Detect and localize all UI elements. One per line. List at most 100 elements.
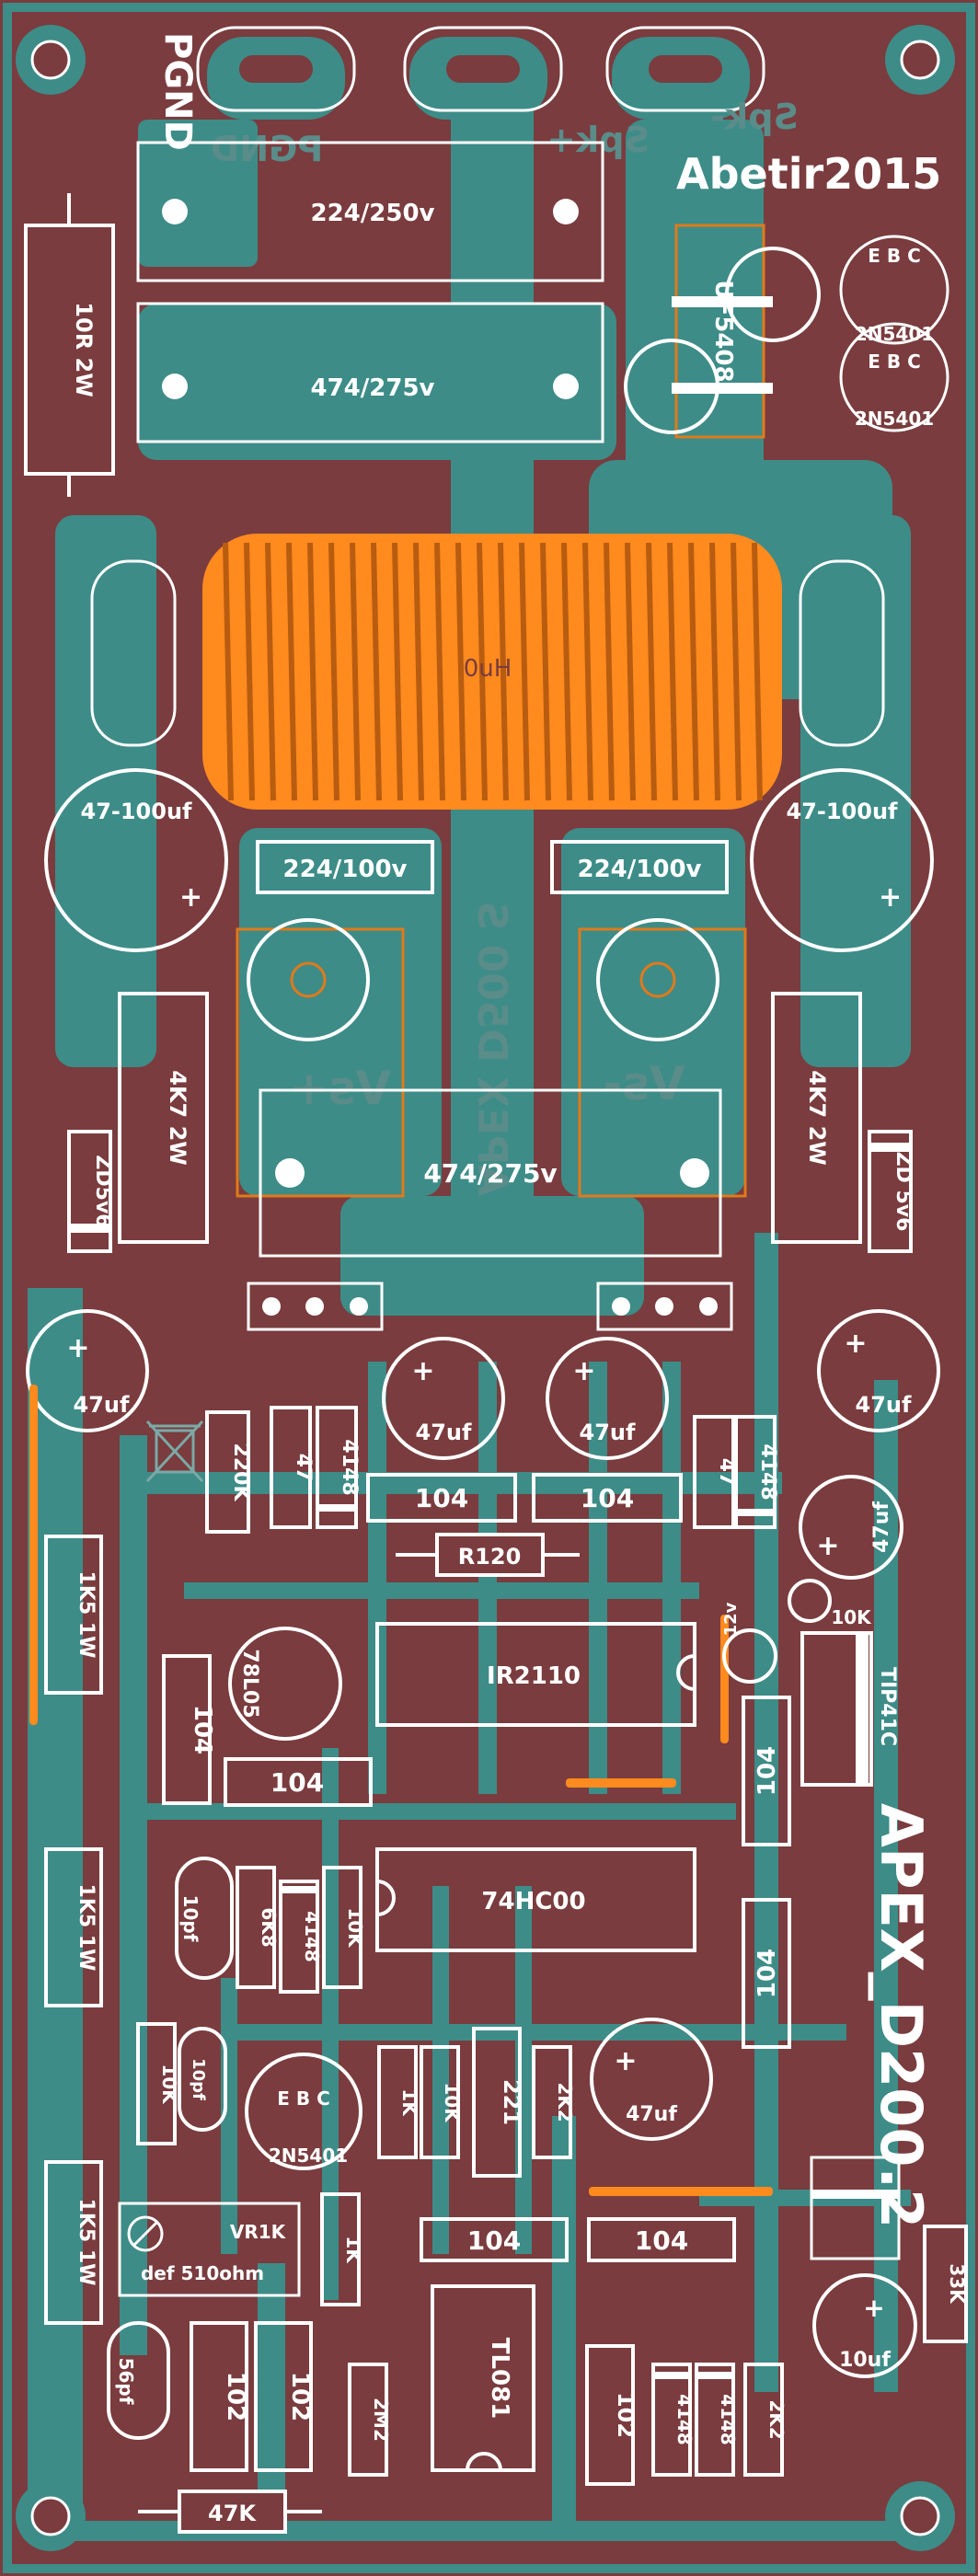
connector-right	[810, 2156, 901, 2260]
ghost-spk-plus: Spk+	[547, 120, 650, 160]
svg-text:2K2: 2K2	[554, 2082, 576, 2122]
ic-ir2110: IR2110	[375, 1622, 696, 1727]
diode-uf: UF5408	[624, 224, 821, 439]
regulator-78l05: 78L05	[228, 1627, 342, 1741]
svg-text:4148: 4148	[301, 1911, 323, 1962]
res-47-right: 47	[693, 1415, 738, 1529]
res-1k5-a: 1K5 1W	[44, 1535, 103, 1695]
svg-text:10R 2W: 10R 2W	[71, 302, 97, 397]
svg-text:4148: 4148	[338, 1439, 361, 1495]
svg-text:474/275v: 474/275v	[311, 374, 435, 402]
coil-winding	[731, 542, 742, 801]
svg-text:10uf: 10uf	[839, 2349, 891, 2372]
cap-104-g: 104	[420, 2217, 569, 2262]
cap-102-a: 102	[190, 2321, 249, 2472]
coil-winding	[582, 542, 593, 801]
coil-winding	[540, 542, 551, 801]
svg-text:474/275v: 474/275v	[423, 1158, 557, 1189]
res-1k-a: 1K	[377, 2045, 420, 2159]
elec-47uf-6: + 47uf	[590, 2018, 713, 2141]
cap-224-250v: 224/250v	[136, 141, 604, 282]
svg-text:4148: 4148	[673, 2394, 696, 2445]
svg-text:104: 104	[635, 2225, 688, 2256]
diode-4148-e: 4148	[695, 2363, 739, 2477]
res-2m2: 2M2	[348, 2363, 392, 2477]
svg-text:E B C: E B C	[277, 2087, 330, 2110]
elec-47uf-2: + 47uf	[382, 1337, 505, 1460]
diode-4148-d: 4148	[651, 2363, 696, 2477]
elec-47uf-1: + 47uf	[26, 1309, 149, 1432]
coil-winding	[561, 542, 572, 801]
svg-text:+: +	[66, 1332, 89, 1364]
svg-text:33K: 33K	[946, 2263, 968, 2305]
res-10k-b: 10K	[322, 1866, 366, 1989]
diode-4148-c: 4148	[279, 1880, 323, 1994]
svg-text:ZD5v6: ZD5v6	[91, 1155, 114, 1227]
svg-text:10K: 10K	[158, 2064, 180, 2105]
cap-104-e: 104	[742, 1696, 791, 1846]
elec-47-100uf-left: 47-100uf +	[44, 768, 228, 952]
coil-winding	[667, 542, 678, 801]
svg-text:47K: 47K	[208, 2501, 257, 2526]
svg-text:1K5 1W: 1K5 1W	[75, 1884, 98, 1972]
coil-winding	[307, 542, 318, 801]
weee-bin-icon	[145, 1420, 204, 1483]
coil-winding	[434, 542, 445, 801]
svg-text:R120: R120	[458, 1544, 522, 1570]
svg-text:104: 104	[754, 1746, 781, 1796]
svg-text:2N5401: 2N5401	[855, 323, 934, 345]
pgnd-label: PGND	[156, 32, 199, 151]
cap-224-100v-right: 224/100v	[550, 840, 729, 894]
svg-text:TIP41C: TIP41C	[876, 1667, 899, 1746]
mosfet-right	[578, 918, 747, 1198]
svg-text:1K: 1K	[398, 2088, 420, 2117]
res-10r-2w: 10R 2W	[24, 193, 115, 497]
transistor-2n5401-2: E B C 2N5401	[839, 322, 949, 432]
svg-text:10K: 10K	[344, 1907, 366, 1949]
cap-102-b: 102	[254, 2321, 314, 2472]
mounting-holes	[16, 25, 955, 2551]
svg-text:224/250v: 224/250v	[311, 200, 435, 227]
cap-474-275v-top: 474/275v	[136, 302, 604, 443]
svg-text:1K5 1W: 1K5 1W	[75, 2199, 98, 2286]
elec-47-100uf-right: 47-100uf +	[750, 768, 934, 952]
res-47k: 47K	[138, 2490, 322, 2534]
ghost-spk-minus: Spk-	[710, 97, 799, 137]
coil-winding	[477, 542, 488, 801]
coil-winding	[413, 542, 424, 801]
diode-4148-b: 4148	[734, 1415, 779, 1529]
board-title: APEX_D200.2	[868, 1803, 935, 2228]
svg-text:104: 104	[467, 2225, 521, 2256]
svg-text:102: 102	[613, 2392, 639, 2438]
svg-text:4148: 4148	[717, 2394, 739, 2445]
svg-text:47-100uf: 47-100uf	[81, 799, 193, 824]
terminal-pads	[196, 26, 765, 112]
coil-winding	[498, 542, 509, 801]
svg-text:47uf: 47uf	[626, 2103, 677, 2126]
coil-winding	[350, 542, 361, 801]
zd-right: ZD 5v6	[868, 1130, 915, 1253]
svg-text:+: +	[816, 1530, 839, 1562]
tip41c: 10K TIP41C	[788, 1579, 899, 1787]
svg-text:47uf: 47uf	[870, 1501, 893, 1553]
res-2k2-a: 2K2	[532, 2045, 576, 2159]
transistor-2n5401-3: E B C 2N5401	[245, 2053, 362, 2170]
res-220k: 220K	[205, 1410, 252, 1534]
author-label: Abetir2015	[676, 149, 941, 199]
svg-text:E B C: E B C	[868, 351, 921, 373]
ghost-vs-plus: Vs+	[290, 1062, 391, 1115]
res-4k7-right: 4K7 2W	[771, 992, 862, 1244]
svg-text:221: 221	[499, 2079, 524, 2125]
ghost-apex: APEX D500 S	[468, 902, 515, 1197]
ghost-vs-minus: Vs-	[603, 1057, 685, 1110]
svg-text:2N5401: 2N5401	[269, 2145, 348, 2167]
svg-text:4K7 2W: 4K7 2W	[165, 1070, 190, 1166]
svg-text:220K: 220K	[229, 1443, 252, 1502]
vr1k-trimmer: VR1K def 510ohm	[118, 2202, 301, 2297]
res-1k5-c: 1K5 1W	[44, 2160, 103, 2325]
mirrored-ghost-labels: PGND Spk+ Spk- Vs+ Vs- APEX D500 S	[211, 97, 799, 1196]
svg-text:+: +	[411, 1355, 434, 1387]
svg-text:12v: 12v	[721, 1602, 741, 1636]
svg-text:+: +	[863, 2293, 884, 2323]
